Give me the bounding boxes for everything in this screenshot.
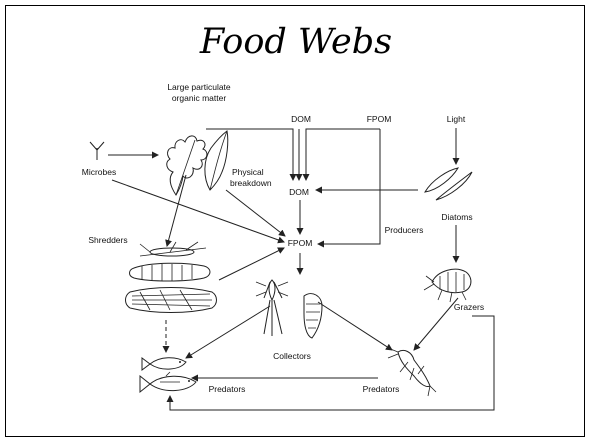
microbes-label: Microbes — [82, 167, 116, 177]
grazers-label: Grazers — [454, 302, 484, 312]
arrow-lpom-to-shredders — [167, 175, 186, 246]
light-label: Light — [447, 114, 466, 124]
arrow-producers-to-fpom — [318, 129, 380, 244]
lpom-label-line1: Large particulate — [167, 82, 231, 92]
predators-left-label: Predators — [209, 384, 246, 394]
collectors-label: Collectors — [273, 351, 311, 361]
diatoms-label: Diatoms — [441, 212, 472, 222]
food-web-arrows — [108, 128, 494, 410]
arrow-collectors-to-predators-right — [318, 302, 392, 350]
arrow-grazers-to-predators-right — [414, 298, 458, 350]
producers-label: Producers — [385, 225, 424, 235]
predators-right-label: Predators — [363, 384, 400, 394]
microbes-icon — [90, 142, 104, 160]
oak-leaf-icon — [167, 136, 207, 195]
willow-leaf-icon — [205, 131, 228, 190]
diatoms-icon — [425, 168, 472, 200]
physical-breakdown-line1: Physical — [232, 167, 264, 177]
arrow-collectors-to-predators-left — [186, 306, 270, 358]
lpom-label-line2: organic matter — [172, 93, 226, 103]
dom-mid-label: DOM — [289, 187, 309, 197]
arrow-physical-to-fpom — [226, 190, 285, 236]
fpom-top-label: FPOM — [367, 114, 392, 124]
arrow-fpom-top-to-dom — [306, 129, 380, 180]
arrow-microbes-to-fpom — [112, 180, 284, 242]
arrow-grazers-to-fish — [170, 316, 494, 410]
fpom-mid-label: FPOM — [288, 238, 313, 248]
dom-top-label: DOM — [291, 114, 311, 124]
grazer-scud-icon — [424, 269, 471, 302]
arrow-shredders-to-fpom — [219, 248, 284, 280]
shredder-insect-icon — [126, 242, 217, 313]
shredders-label: Shredders — [88, 235, 127, 245]
physical-breakdown-line2: breakdown — [230, 178, 272, 188]
fish-icon — [140, 358, 196, 392]
